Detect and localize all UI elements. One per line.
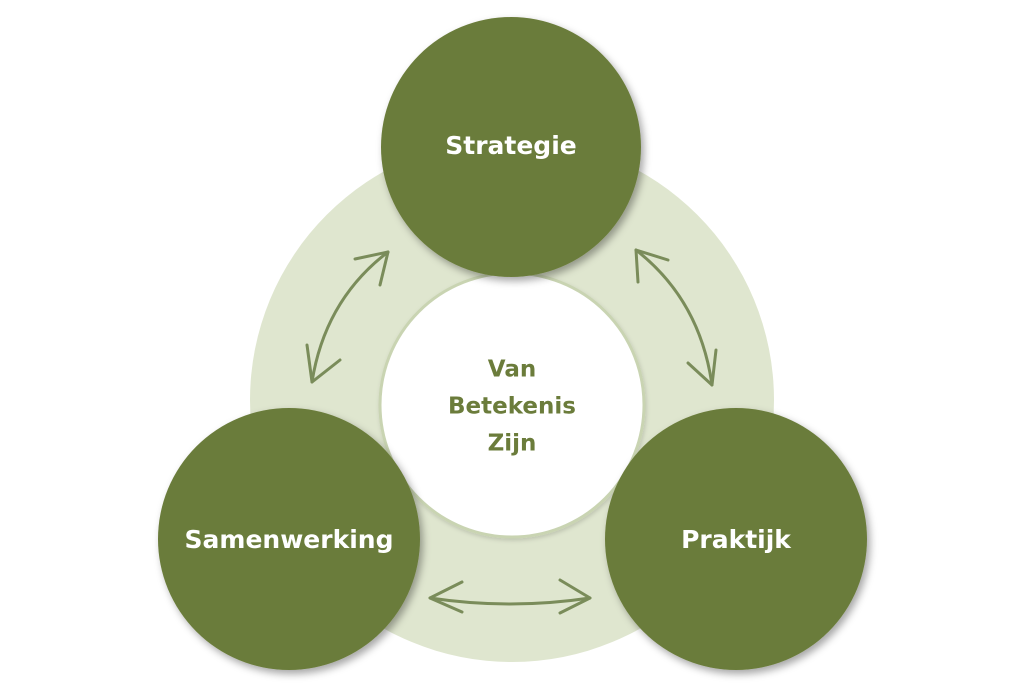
node-samenwerking: Samenwerking: [158, 408, 420, 670]
double-arrow-top-right-icon: [634, 248, 718, 387]
node-strategie-label: Strategie: [445, 131, 576, 160]
node-strategie: Strategie: [381, 17, 641, 277]
double-arrow-left-right-icon: [428, 578, 592, 615]
double-arrow-left-top-icon: [305, 250, 390, 384]
node-praktijk-label: Praktijk: [681, 525, 792, 554]
center-line-3: Zijn: [488, 431, 537, 457]
node-samenwerking-label: Samenwerking: [185, 525, 394, 554]
node-praktijk: Praktijk: [605, 408, 867, 670]
center-line-1: Van: [488, 357, 536, 383]
center-line-2: Betekenis: [448, 394, 576, 420]
